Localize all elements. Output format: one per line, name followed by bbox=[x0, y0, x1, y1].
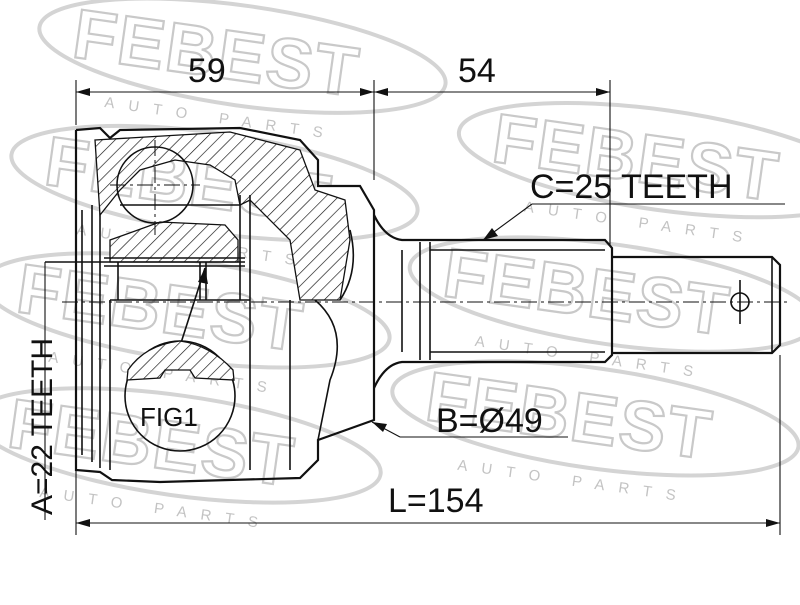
fig1-detail: FIG1 bbox=[124, 267, 236, 452]
top-dimensions: 59 54 bbox=[75, 52, 611, 245]
total-length-dimension: L=154 bbox=[75, 355, 781, 535]
seal-diameter-callout: B=Ø49 bbox=[371, 402, 568, 440]
fig1-label: FIG1 bbox=[140, 402, 198, 432]
inner-teeth-label: A=22 TEETH bbox=[26, 338, 59, 515]
seal-diameter-label: B=Ø49 bbox=[436, 402, 543, 440]
outer-teeth-callout: C=25 TEETH bbox=[482, 168, 785, 241]
dimension-54-label: 54 bbox=[458, 52, 496, 90]
dimension-59-label: 59 bbox=[188, 52, 226, 90]
outer-teeth-label: C=25 TEETH bbox=[530, 168, 733, 206]
total-length-label: L=154 bbox=[388, 482, 484, 520]
inner-teeth-callout: A=22 TEETH bbox=[26, 262, 59, 520]
